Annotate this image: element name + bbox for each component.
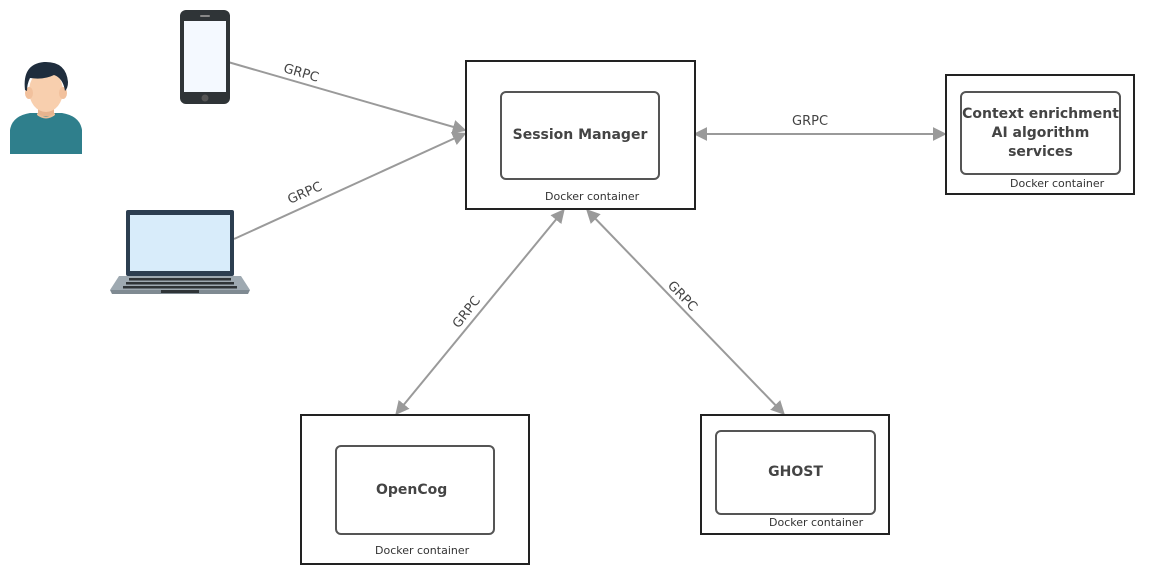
context-enrichment-node[interactable]: Context enrichment AI algorithm services [960,91,1121,175]
context-enrichment-title-line2: AI algorithm services [991,124,1090,160]
phone-to-session-connector [227,61,467,134]
laptop-to-session-connector [233,132,467,240]
ghost-node[interactable]: GHOST [715,430,876,515]
user-avatar-icon [10,61,82,154]
opencog-node[interactable]: OpenCog [335,445,495,535]
ghost-caption: Docker container [769,516,864,529]
session-to-ghost-connector [586,208,785,416]
session-manager-title: Session Manager [512,127,648,143]
context-enrichment-title-line1: Context enrichment [962,105,1119,122]
smartphone-icon [180,10,230,104]
context-enrichment-caption: Docker container [1010,177,1105,190]
ghost-title: GHOST [768,464,823,480]
context-edge-label: GRPC [792,114,829,129]
session-to-opencog-connector [395,208,565,416]
laptop-icon [110,210,250,294]
session-manager-caption: Docker container [545,190,640,203]
session-manager-node[interactable]: Session Manager [500,91,660,180]
opencog-title: OpenCog [376,481,448,498]
opencog-caption: Docker container [375,544,470,557]
